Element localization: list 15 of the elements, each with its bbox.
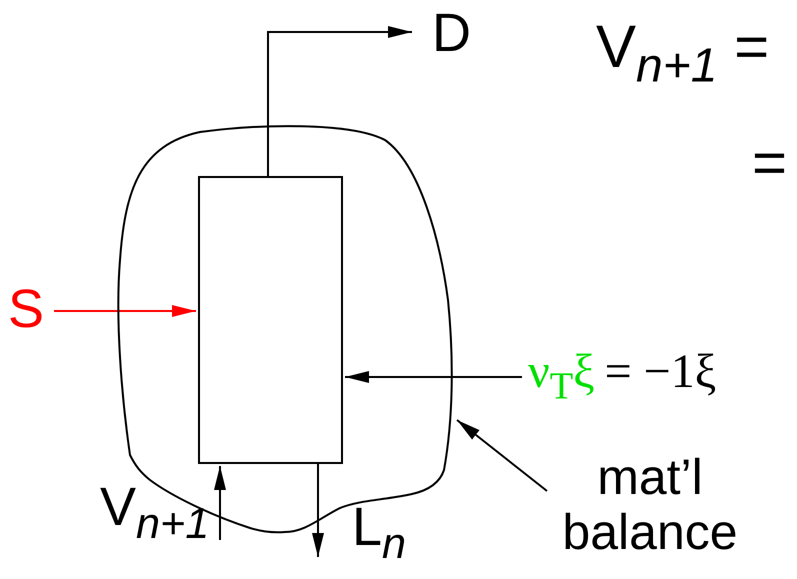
stream-label: S: [8, 280, 52, 340]
equation-text: =: [752, 130, 788, 196]
flow-arrow: [214, 466, 226, 540]
flow-arrow: [267, 26, 412, 176]
flow-arrow: [312, 464, 324, 557]
flow-arrow: [54, 305, 196, 317]
boundary-label: mat’l balance: [540, 450, 760, 560]
stream-label: V$_{n+1}$: [100, 478, 218, 548]
equation-text: V$_{n+1}$ =: [596, 14, 770, 94]
equation-text: ν$_{T}$ξ: [528, 346, 595, 408]
equation-text: = −1ξ: [604, 346, 716, 399]
flow-arrow: [345, 371, 522, 383]
leader-line: [456, 419, 548, 492]
stream-label: D: [432, 4, 492, 64]
stream-label: L$_{n}$: [352, 498, 442, 568]
